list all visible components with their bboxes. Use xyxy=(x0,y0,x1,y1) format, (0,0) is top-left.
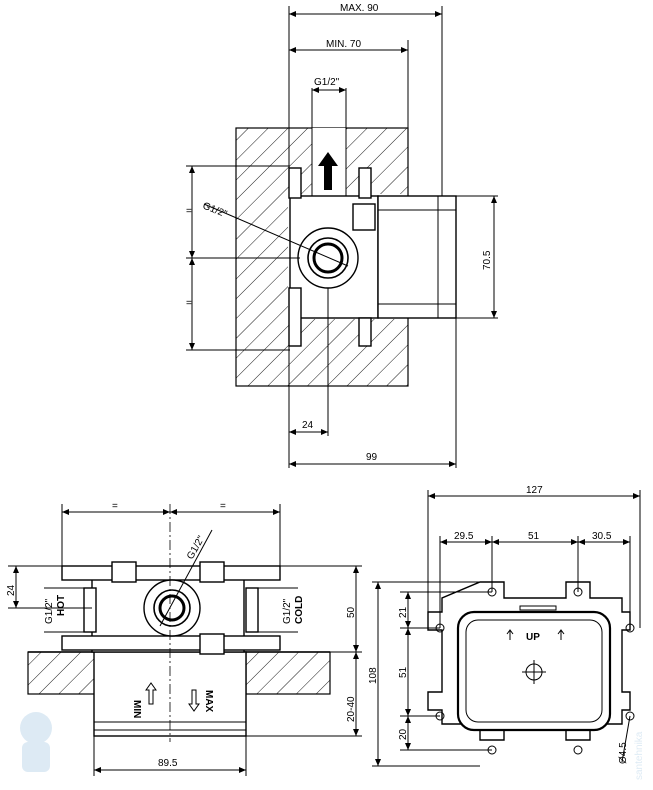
front-bottom-boss xyxy=(199,633,225,655)
top-thread-diag-label: G1/2" xyxy=(201,201,229,221)
min-label: MIN xyxy=(131,700,142,718)
plate-dim-51-v: 51 xyxy=(398,666,409,678)
top-view: G1/2" MAX. 90 MIN. 70 G1/2" = = 70.5 24 xyxy=(186,3,498,468)
front-dim-50: 50 xyxy=(346,606,357,618)
front-thread-leader xyxy=(159,529,213,627)
plate-dim-127: 127 xyxy=(526,485,543,496)
hot-thread-label: G1/2" xyxy=(44,598,55,624)
front-outlet-outer xyxy=(143,579,201,637)
up-arrow-right-icon xyxy=(557,629,565,640)
top-flange-right-bottom xyxy=(358,317,372,347)
flow-arrow-icon xyxy=(318,152,338,190)
plate-view: UP 127 29.5 51 30.5 xyxy=(368,485,641,767)
plate-dim-21: 21 xyxy=(398,606,409,618)
front-bottom-flange xyxy=(61,635,281,651)
watermark-text: santehnika xyxy=(634,731,645,780)
top-thread-leader xyxy=(203,203,349,267)
top-flange-left-top xyxy=(288,167,302,199)
top-thread-label: G1/2" xyxy=(314,77,340,88)
front-dim-20-40: 20-40 xyxy=(346,696,357,722)
dim-min-70: MIN. 70 xyxy=(326,39,361,50)
plate-dim-29-5: 29.5 xyxy=(454,531,474,542)
cold-port xyxy=(245,587,259,633)
plate-dim-108: 108 xyxy=(368,667,379,684)
front-view: MIN MAX = = G1/2" 24 xyxy=(6,501,362,776)
hot-port xyxy=(83,587,97,633)
front-wall-right xyxy=(245,651,331,695)
plate-hole xyxy=(573,745,583,755)
max-label: MAX xyxy=(203,690,214,713)
dim-max-90: MAX. 90 xyxy=(340,3,379,14)
top-flange-left-bottom xyxy=(288,287,302,347)
top-sleeve xyxy=(377,195,457,319)
front-dim-eq-right: = xyxy=(220,501,226,512)
up-arrow-left-icon xyxy=(506,629,514,640)
plate-dim-30-5: 30.5 xyxy=(592,531,612,542)
top-outlet-outer xyxy=(297,227,359,289)
dim-top-99: 99 xyxy=(366,452,378,463)
front-thread-diag-label: G1/2" xyxy=(185,534,207,562)
cold-thread-label: G1/2" xyxy=(282,598,293,624)
hot-label: HOT xyxy=(56,595,67,616)
front-dim-24: 24 xyxy=(6,584,17,596)
dim-left-eq-b: = xyxy=(186,298,192,309)
front-dim-89-5: 89.5 xyxy=(158,758,178,769)
top-flange-right-top xyxy=(358,167,372,199)
cold-label: COLD xyxy=(294,596,305,624)
dim-70-5: 70.5 xyxy=(482,250,493,270)
plate-dim-hole: Ø4.5 xyxy=(618,742,629,764)
plate-dim-20: 20 xyxy=(398,728,409,740)
front-wall-left xyxy=(27,651,97,695)
watermark: santehnika xyxy=(20,712,645,780)
plate-dim-51-h: 51 xyxy=(528,531,540,542)
dim-left-eq-a: = xyxy=(186,206,192,217)
top-side-boss xyxy=(352,203,376,231)
plate-hole xyxy=(625,711,635,721)
front-dim-eq-left: = xyxy=(112,501,118,512)
dim-top-24: 24 xyxy=(302,420,314,431)
plate-up-label: UP xyxy=(526,632,540,643)
front-top-boss-left xyxy=(111,561,137,583)
front-top-flange xyxy=(61,565,281,581)
watermark-mascot-icon xyxy=(20,712,52,744)
min-arrow-icon xyxy=(145,682,157,705)
max-arrow-icon xyxy=(188,689,200,712)
front-top-boss-right xyxy=(199,561,225,583)
